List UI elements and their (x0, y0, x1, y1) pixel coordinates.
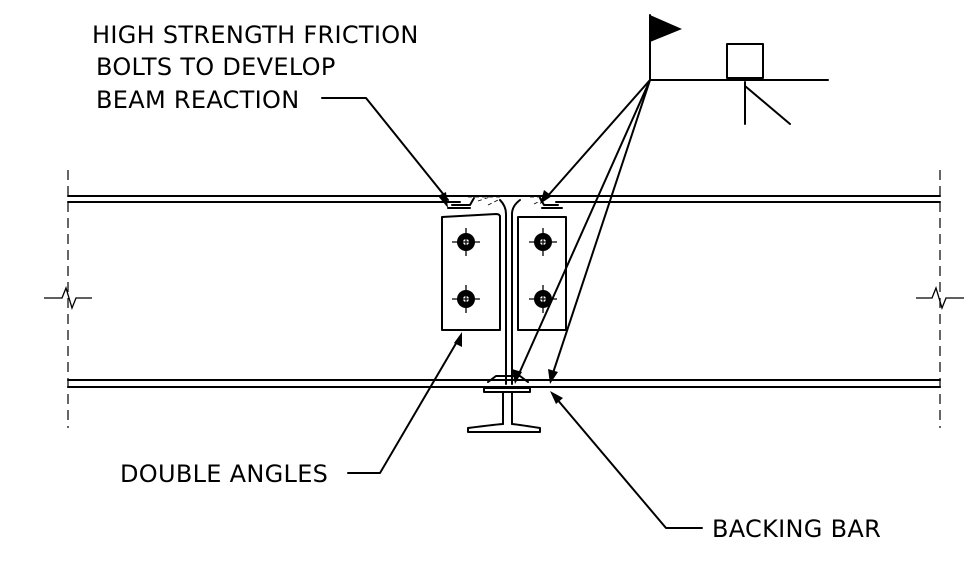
cross-beam-section (447, 196, 563, 433)
double-angles (441, 213, 567, 331)
label-bolts-line1: HIGH STRENGTH FRICTION (92, 21, 419, 49)
bolt-top-right (529, 228, 557, 256)
label-bolts-line2: BOLTS TO DEVELOP (96, 53, 336, 81)
label-backing-bar: BACKING BAR (712, 515, 881, 543)
bolt-top-left (452, 228, 480, 256)
beam-break-lines (44, 170, 964, 428)
field-weld-flag-icon (650, 15, 682, 42)
leader-lines (321, 79, 703, 529)
bolt-bottom-right (529, 285, 557, 313)
bolt-bottom-left (452, 285, 480, 313)
beam-flanges (67, 195, 941, 388)
label-double-angles: DOUBLE ANGLES (120, 460, 328, 488)
weld-symbol (649, 14, 829, 125)
label-bolts-line3: BEAM REACTION (96, 86, 299, 114)
